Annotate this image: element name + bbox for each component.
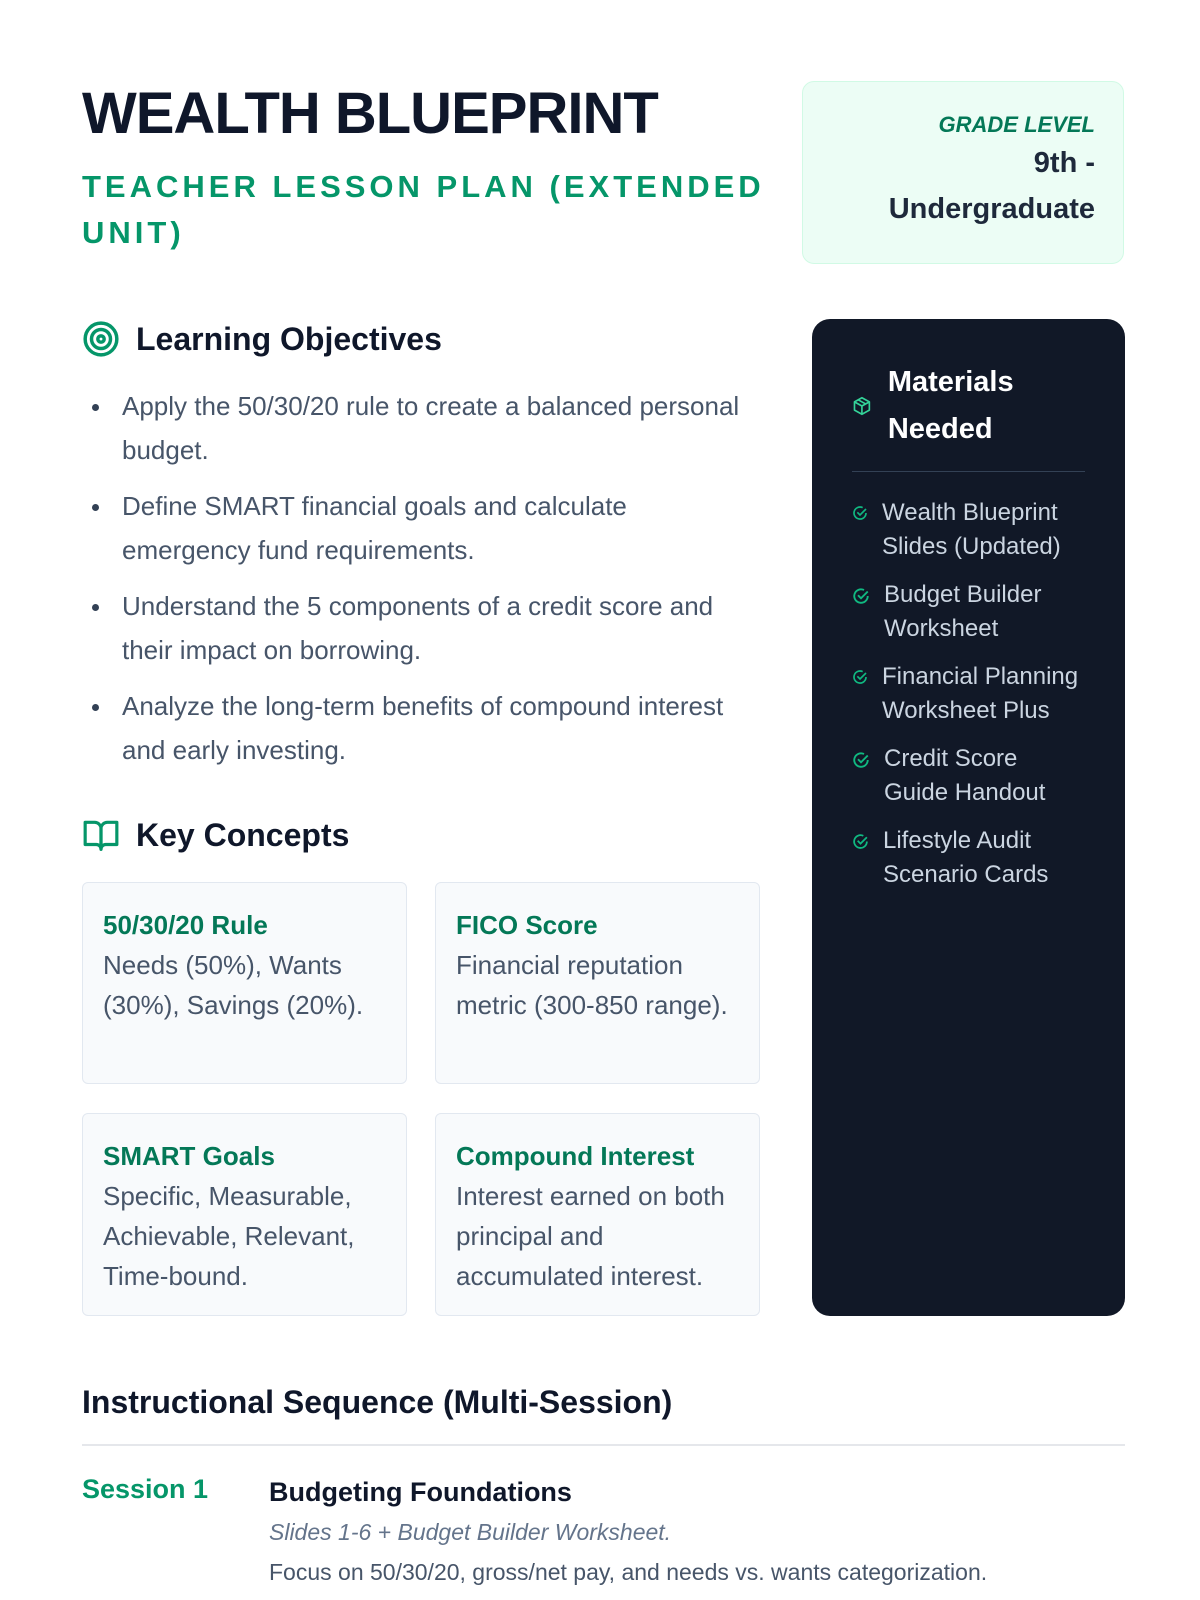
material-label: Financial Planning Worksheet Plus: [882, 663, 1079, 724]
target-icon: [83, 321, 119, 357]
page-subtitle: TEACHER LESSON PLAN (EXTENDED UNIT): [82, 169, 765, 250]
session-focus: Focus on 50/30/20, gross/net pay, and ne…: [269, 1559, 988, 1585]
concept-title: FICO Score: [456, 910, 598, 940]
concept-card: 50/30/20 Rule Needs (50%), Wants (30%), …: [82, 882, 407, 1084]
concepts-heading: Key Concepts: [82, 816, 349, 854]
materials-list: Wealth Blueprint Slides (Updated) Budget…: [852, 496, 1085, 892]
objectives-list: Apply the 50/30/20 rule to create a bala…: [92, 384, 752, 784]
objective-item: Apply the 50/30/20 rule to create a bala…: [92, 384, 752, 472]
concept-card: SMART Goals Specific, Measurable, Achiev…: [82, 1113, 407, 1316]
concept-desc: Specific, Measurable, Achievable, Releva…: [103, 1181, 355, 1291]
objective-item: Understand the 5 components of a credit …: [92, 584, 752, 672]
objective-item: Define SMART financial goals and calcula…: [92, 484, 752, 572]
concept-title: SMART Goals: [103, 1141, 275, 1171]
materials-heading: Materials Needed: [852, 359, 1085, 472]
session-label: Session 1: [82, 1474, 209, 1504]
materials-panel: Materials Needed Wealth Blueprint Slides…: [812, 319, 1125, 1316]
concept-card: FICO Score Financial reputation metric (…: [435, 882, 760, 1084]
material-item: Wealth Blueprint Slides (Updated): [852, 496, 1085, 564]
material-item: Credit Score Guide Handout: [852, 742, 1085, 810]
concepts-heading-text: Key Concepts: [136, 816, 350, 853]
material-item: Financial Planning Worksheet Plus: [852, 660, 1085, 728]
material-item: Budget Builder Worksheet: [852, 578, 1085, 646]
material-label: Budget Builder Worksheet: [884, 581, 1042, 642]
grade-level-label: GRADE LEVEL: [938, 112, 1095, 137]
page-title: WEALTH BLUEPRINT: [82, 81, 659, 146]
concept-title: Compound Interest: [456, 1141, 695, 1171]
session-details: Budgeting Foundations Slides 1-6 + Budge…: [269, 1474, 987, 1592]
check-circle-icon: [853, 834, 868, 849]
objective-item: Analyze the long-term benefits of compou…: [92, 684, 752, 772]
material-label: Lifestyle Audit Scenario Cards: [883, 827, 1049, 888]
session-resources: Slides 1-6 + Budget Builder Worksheet.: [269, 1519, 672, 1545]
material-label: Wealth Blueprint Slides (Updated): [882, 499, 1061, 560]
material-label: Credit Score Guide Handout: [884, 745, 1046, 806]
objectives-heading-text: Learning Objectives: [136, 320, 442, 357]
concept-desc: Interest earned on both principal and ac…: [456, 1181, 725, 1291]
materials-heading-text: Materials Needed: [887, 366, 1014, 445]
concept-desc: Needs (50%), Wants (30%), Savings (20%).: [103, 950, 364, 1020]
objectives-heading: Learning Objectives: [82, 320, 442, 358]
concept-title: 50/30/20 Rule: [103, 910, 268, 940]
concept-card: Compound Interest Interest earned on bot…: [435, 1113, 760, 1316]
check-circle-icon: [853, 506, 867, 520]
divider: [82, 1444, 1125, 1446]
material-item: Lifestyle Audit Scenario Cards: [852, 824, 1085, 892]
session-title: Budgeting Foundations: [269, 1477, 572, 1507]
concept-desc: Financial reputation metric (300-850 ran…: [456, 950, 728, 1020]
package-icon: [853, 396, 871, 416]
grade-level-value: 9th - Undergraduate: [888, 147, 1095, 225]
grade-level-badge: GRADE LEVEL 9th - Undergraduate: [802, 81, 1124, 264]
check-circle-icon: [853, 752, 869, 768]
check-circle-icon: [853, 670, 867, 684]
book-open-icon: [83, 820, 119, 851]
check-circle-icon: [853, 588, 869, 604]
sequence-heading: Instructional Sequence (Multi-Session): [82, 1384, 673, 1420]
